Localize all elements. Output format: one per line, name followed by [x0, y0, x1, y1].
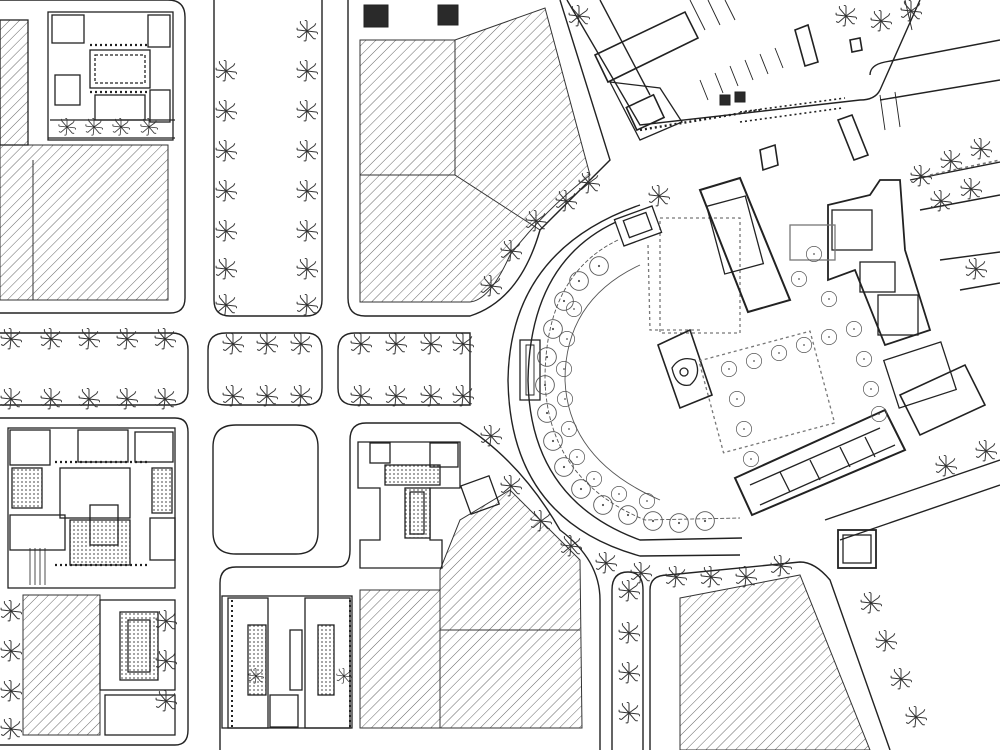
building-west-courtyard	[7, 427, 176, 736]
lot-south-center	[359, 489, 583, 729]
lot-nw-upper	[0, 19, 29, 146]
campus-complex	[613, 176, 987, 569]
building-nw-courtyard	[0, 11, 175, 146]
building-ne	[593, 0, 1000, 176]
lot-se	[679, 574, 871, 750]
courtyard-trees	[720, 245, 888, 468]
lot-nw-lower	[0, 144, 169, 301]
lot-sw-lower	[22, 594, 101, 736]
hatched-lots	[0, 7, 871, 750]
building-south-center-l	[357, 441, 501, 569]
dark-buildings	[363, 4, 746, 106]
arc-tree-row	[535, 256, 715, 533]
loop-plaza	[519, 239, 741, 521]
lot-north-center	[359, 7, 591, 303]
building-south-pair	[221, 595, 353, 729]
